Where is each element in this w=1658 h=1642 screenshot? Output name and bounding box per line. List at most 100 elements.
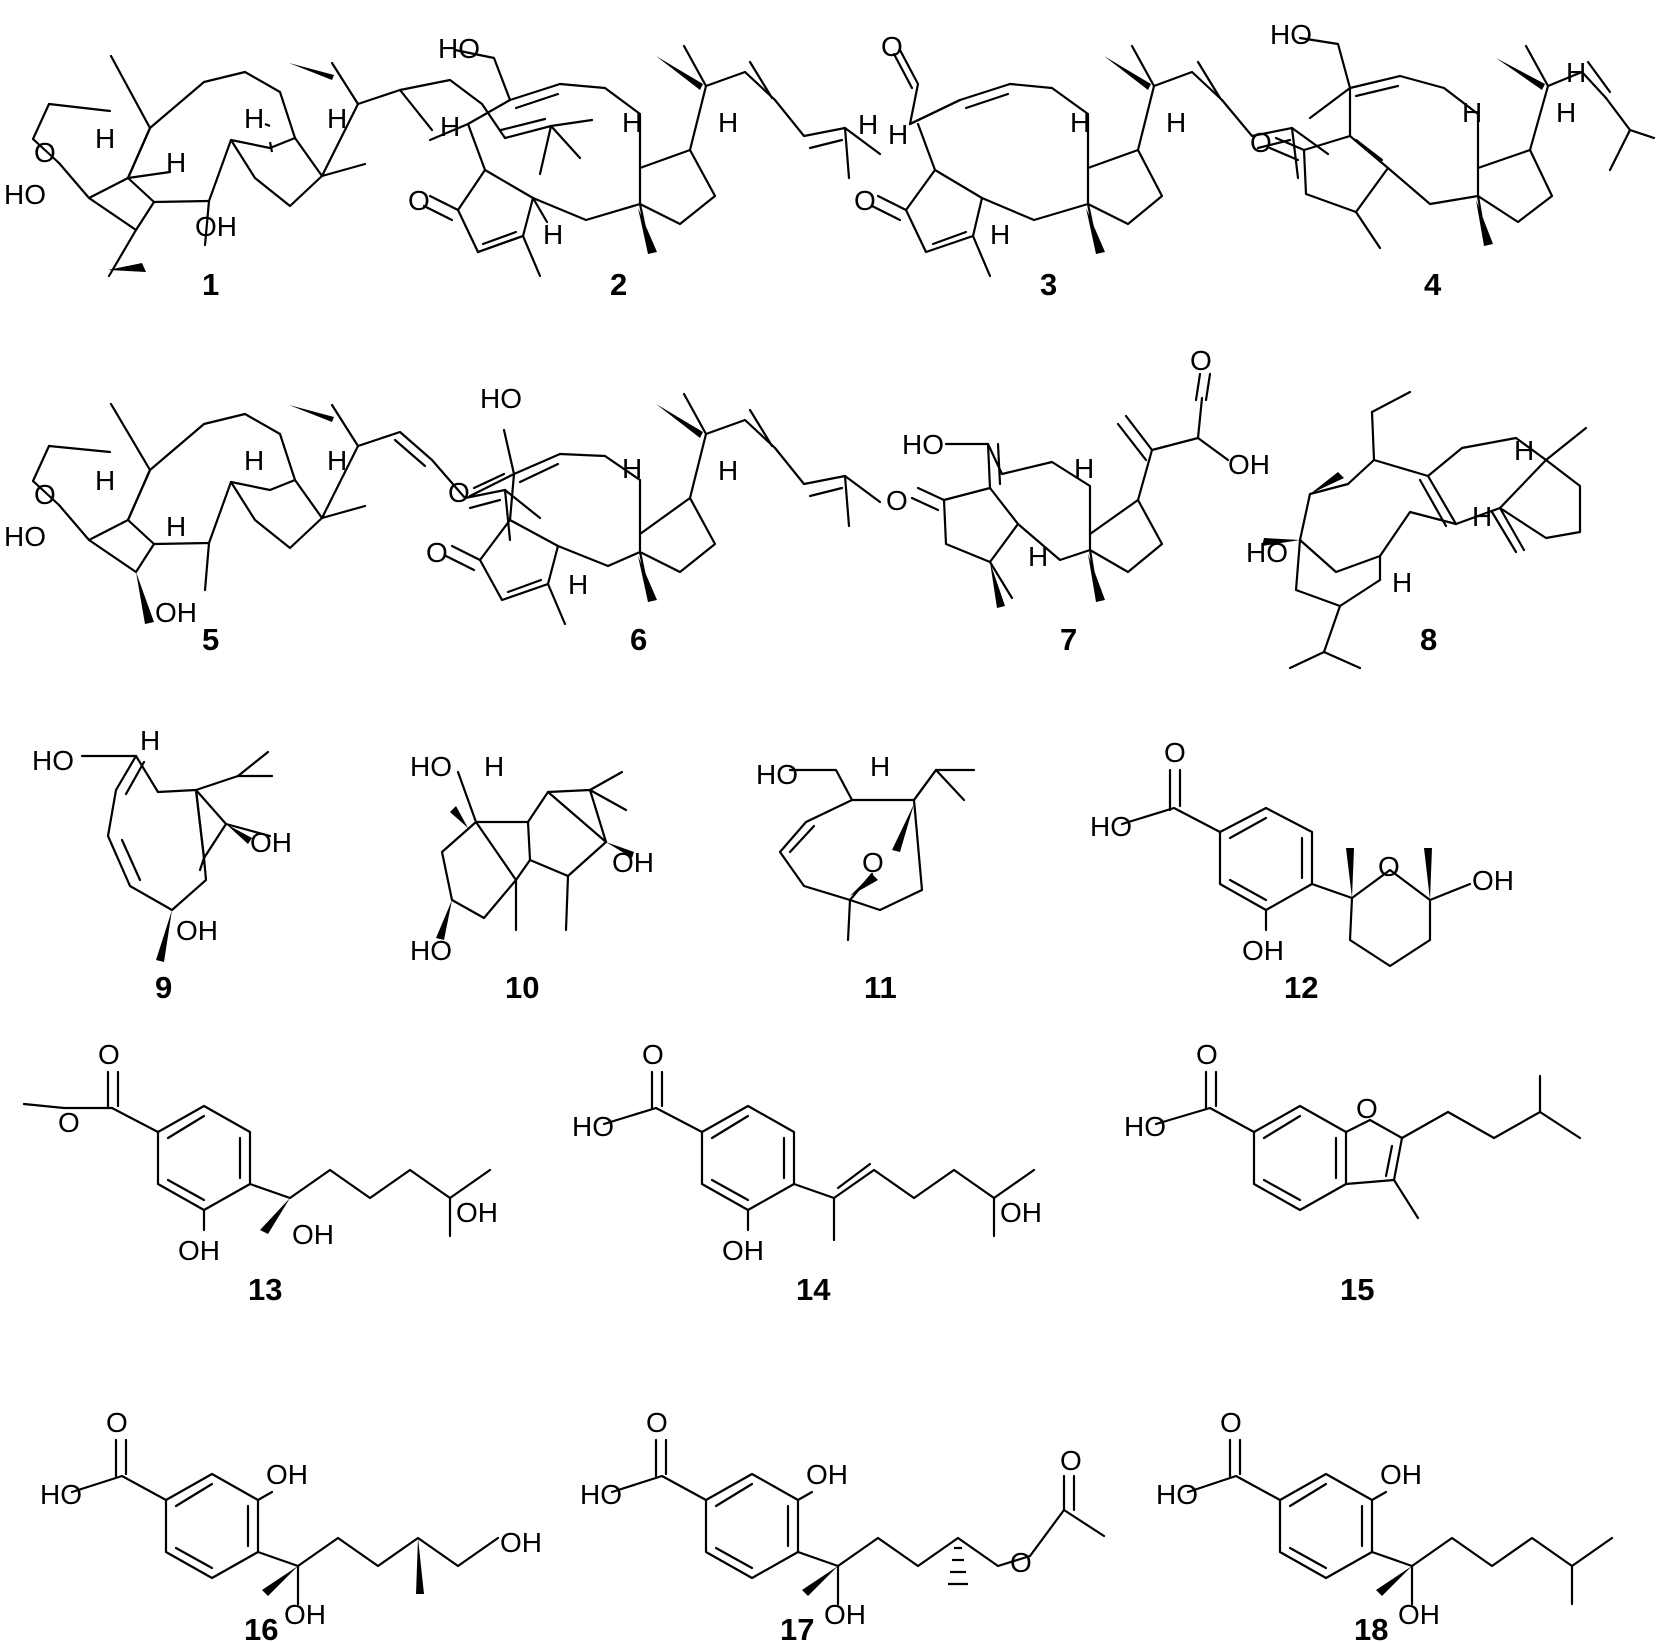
atom-oh-2: HO — [4, 179, 46, 210]
atom-o-21: O — [1010, 1547, 1032, 1578]
atom-oh-36: OH — [1380, 1459, 1422, 1490]
atom-h-3: H — [244, 103, 264, 134]
atom-o-14: O — [98, 1039, 120, 1070]
atom-oh-22: OH — [292, 1219, 334, 1250]
atom-oh-20: OH — [1472, 865, 1514, 896]
compound-9: HO H OH OH 9 — [32, 725, 292, 1005]
atom-h-30: H — [484, 751, 504, 782]
atom-o-15: O — [58, 1107, 80, 1138]
atom-h-20: H — [327, 445, 347, 476]
atom-oh-18: HO — [1090, 811, 1132, 842]
atom-o-8: O — [426, 537, 448, 568]
atom-oh-33: OH — [806, 1459, 848, 1490]
compound-label-16: 16 — [244, 1612, 278, 1642]
atom-h-5: H — [440, 111, 460, 142]
compound-10: HO H OH HO 10 — [410, 751, 654, 1005]
atom-o-4: O — [854, 185, 876, 216]
atom-oh-5: OH — [155, 597, 197, 628]
atom-oh-32: HO — [580, 1479, 622, 1510]
atom-o-7: O — [448, 477, 470, 508]
atom-oh-17: HO — [756, 759, 798, 790]
atom-h-15: H — [1556, 97, 1576, 128]
compound-6: HO O O H H H 6 — [426, 383, 882, 657]
compound-2: HO O H H H H 2 — [408, 33, 882, 302]
atom-oh-12: OH — [250, 827, 292, 858]
compound-7: HO O O OH H H 7 — [886, 345, 1270, 657]
atom-oh-35: HO — [1156, 1479, 1198, 1510]
atom-oh-21: OH — [178, 1235, 220, 1266]
atom-o-19: O — [106, 1407, 128, 1438]
atom-oh-26: OH — [1000, 1197, 1042, 1228]
atom-h-8: H — [718, 107, 738, 138]
atom-o-23: O — [1220, 1407, 1242, 1438]
atom-h-26: H — [1514, 435, 1534, 466]
atom-oh-14: HO — [410, 751, 452, 782]
compound-label-8: 8 — [1420, 622, 1437, 657]
atom-o-3: O — [881, 31, 903, 62]
atom-o-16: O — [642, 1039, 664, 1070]
atom-oh-13: OH — [176, 915, 218, 946]
compound-label-7: 7 — [1060, 622, 1077, 657]
atom-oh-11: HO — [32, 745, 74, 776]
atom-oh-25: OH — [722, 1235, 764, 1266]
compound-14: O HO OH OH 14 — [572, 1039, 1042, 1307]
atom-h-24: H — [1028, 541, 1048, 572]
atom-h-31: H — [870, 751, 890, 782]
atom-oh-15: OH — [612, 847, 654, 878]
atom-h-1: H — [95, 123, 115, 154]
compound-11: HO H O 11 — [756, 751, 976, 1005]
compound-3: O H H O H H H 3 — [854, 31, 1330, 302]
atom-o-22: O — [1060, 1445, 1082, 1476]
compound-label-2: 2 — [610, 267, 627, 302]
atom-o-1: O — [34, 137, 56, 168]
atom-o-5: O — [1250, 127, 1272, 158]
atom-oh-7: HO — [480, 383, 522, 414]
atom-h-7: H — [622, 107, 642, 138]
atom-oh-8: HO — [902, 429, 944, 460]
atom-o-12: O — [1164, 737, 1186, 768]
atom-oh-3: HO — [438, 33, 480, 64]
atom-h-13: H — [1166, 107, 1186, 138]
atom-o-17: O — [1196, 1039, 1218, 1070]
atom-oh-19: OH — [1242, 935, 1284, 966]
compound-label-13: 13 — [248, 1272, 282, 1307]
atom-h-18: H — [166, 511, 186, 542]
compound-13: O O OH OH OH 13 — [22, 1039, 498, 1307]
atom-o-2: O — [408, 185, 430, 216]
atom-o-6: O — [34, 479, 56, 510]
compound-label-18: 18 — [1354, 1612, 1388, 1642]
atom-h-6: H — [543, 219, 563, 250]
compound-label-17: 17 — [780, 1612, 814, 1642]
atom-o-20: O — [646, 1407, 668, 1438]
atom-oh-1: OH — [195, 211, 237, 242]
atom-h-21: H — [568, 569, 588, 600]
atom-h-12: H — [1070, 107, 1090, 138]
compound-8: HO H H H 8 — [1246, 390, 1588, 670]
compound-label-15: 15 — [1340, 1272, 1374, 1307]
atom-oh-27: HO — [1124, 1111, 1166, 1142]
atom-h-17: H — [95, 465, 115, 496]
atom-o-11: O — [862, 847, 884, 878]
compound-12: O HO OH O OH 12 — [1090, 737, 1514, 1005]
atom-h-25: H — [1074, 453, 1094, 484]
atom-h-28: H — [1392, 567, 1412, 598]
atom-o-13: O — [1378, 851, 1400, 882]
atom-h-11: H — [990, 219, 1010, 250]
atom-h-2: H — [166, 147, 186, 178]
compound-label-14: 14 — [796, 1272, 831, 1307]
compound-label-9: 9 — [155, 970, 172, 1005]
compound-17: O HO OH OH O O 17 — [580, 1407, 1106, 1642]
atom-oh-31: OH — [500, 1527, 542, 1558]
atom-o-10: O — [1190, 345, 1212, 376]
atom-h-14: H — [1462, 97, 1482, 128]
compound-label-4: 4 — [1424, 267, 1442, 302]
atom-oh-37: OH — [1398, 1599, 1440, 1630]
atom-h-29: H — [140, 725, 160, 756]
compound-1: OH HO O H H H H 1 — [4, 54, 594, 302]
atom-h-19: H — [244, 445, 264, 476]
compound-16: O HO OH OH OH 16 — [40, 1407, 542, 1642]
compound-15: O HO O 15 — [1124, 1039, 1582, 1307]
atom-h-23: H — [718, 455, 738, 486]
compound-4: HO O H H H 4 — [1250, 19, 1656, 302]
